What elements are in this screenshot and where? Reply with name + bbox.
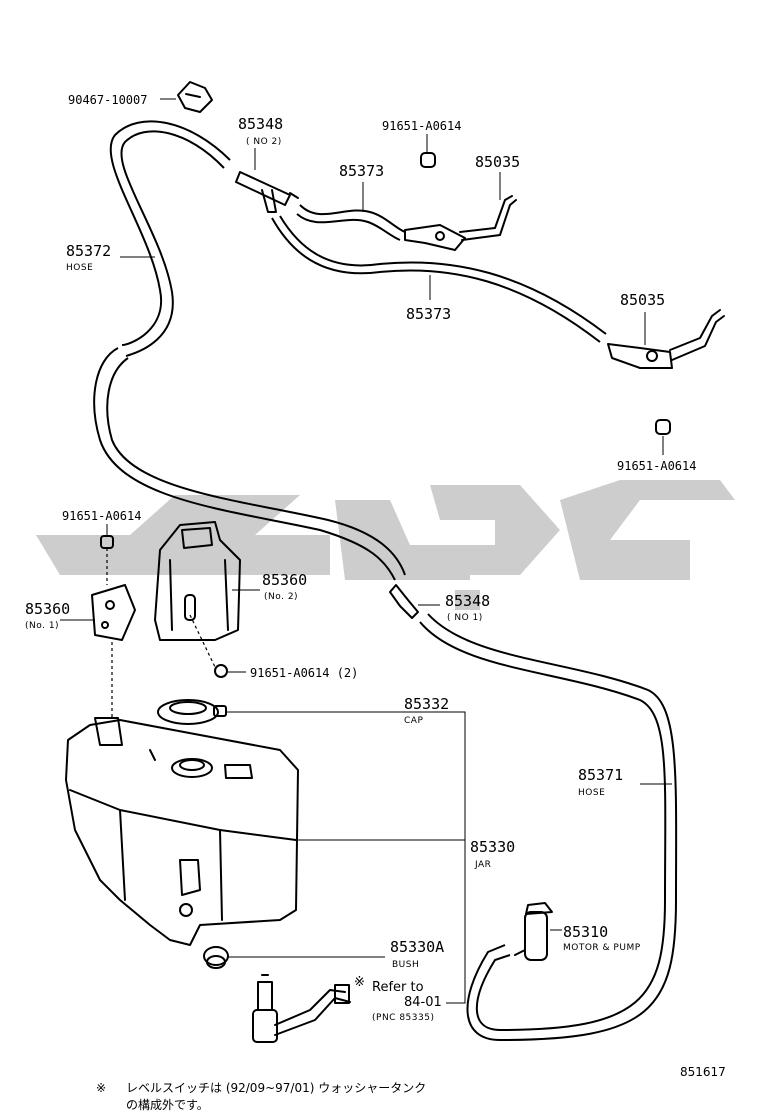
label-91651-left: 91651-A0614 <box>62 509 141 523</box>
clamp-90467 <box>177 81 213 113</box>
label-85348-mid-sub: ( NO 1) <box>447 613 483 623</box>
tee-joint-85348-no2 <box>235 171 299 213</box>
bracket-85360-no2 <box>154 521 241 641</box>
label-85035-right: 85035 <box>620 291 665 309</box>
label-85332-sub: CAP <box>404 716 423 726</box>
label-85310-sub: MOTOR & PUMP <box>563 943 641 953</box>
label-91651-bottom: 91651-A0614 (2) <box>250 666 358 680</box>
label-85310: 85310 <box>563 923 608 941</box>
label-85372: 85372 <box>66 242 111 260</box>
footnote-mark: ※ <box>96 1081 106 1095</box>
diagram-code: 851617 <box>680 1065 726 1079</box>
hose-85373-upper <box>296 204 406 241</box>
hose-85372 <box>93 120 406 581</box>
leader-85332-bracket <box>226 711 466 1004</box>
refer-to-text: Refer to <box>372 980 424 995</box>
label-85035-top: 85035 <box>475 153 520 171</box>
watermark-logo <box>36 480 735 610</box>
level-switch <box>252 974 351 1043</box>
bracket-85360-no1 <box>91 584 136 641</box>
label-85330-sub: JAR <box>474 860 491 870</box>
label-90467: 90467-10007 <box>68 93 147 107</box>
label-85372-sub: HOSE <box>66 263 93 273</box>
label-85371: 85371 <box>578 766 623 784</box>
footnote-line-2: の構成外です。 <box>126 1098 209 1112</box>
label-85360-mid: 85360 <box>262 571 307 589</box>
label-91651-right: 91651-A0614 <box>617 459 696 473</box>
footnote-line-1: レベルスイッチは (92/09~97/01) ウォッシャータンク <box>126 1081 426 1095</box>
jar-85330 <box>65 717 299 946</box>
label-85360-mid-sub: (No. 2) <box>264 592 298 602</box>
bolt-91651-bottom <box>214 664 228 678</box>
refer-mark: ※ <box>354 975 365 990</box>
label-85371-sub: HOSE <box>578 788 605 798</box>
label-85348-top: 85348 <box>238 115 283 133</box>
nozzle-85035-upper <box>404 195 517 251</box>
hose-85371 <box>419 613 678 1042</box>
label-85373-top: 85373 <box>339 162 384 180</box>
label-85360-left-sub: (No. 1) <box>25 621 59 631</box>
joint-85348-no1 <box>389 584 419 619</box>
label-85330a: 85330A <box>390 938 444 956</box>
bush-85330a <box>203 946 229 969</box>
label-85348-top-sub: ( NO 2) <box>246 137 282 147</box>
hose-85373-lower <box>271 215 607 343</box>
nozzle-85035-right <box>607 309 725 369</box>
nut-91651-upper <box>420 152 436 168</box>
label-91651-top: 91651-A0614 <box>382 119 461 133</box>
cap-85332 <box>157 699 227 725</box>
refer-page: 84-01 <box>404 995 442 1010</box>
label-85330: 85330 <box>470 838 515 856</box>
refer-pnc: (PNC 85335) <box>372 1013 434 1023</box>
label-85348-mid: 85348 <box>445 592 490 610</box>
assembly-line-3 <box>189 614 216 668</box>
label-85332: 85332 <box>404 695 449 713</box>
label-85360-left: 85360 <box>25 600 70 618</box>
nut-91651-right <box>655 419 671 435</box>
label-85373-mid: 85373 <box>406 305 451 323</box>
label-85330a-sub: BUSH <box>392 960 419 970</box>
motor-pump-85310 <box>514 902 553 961</box>
